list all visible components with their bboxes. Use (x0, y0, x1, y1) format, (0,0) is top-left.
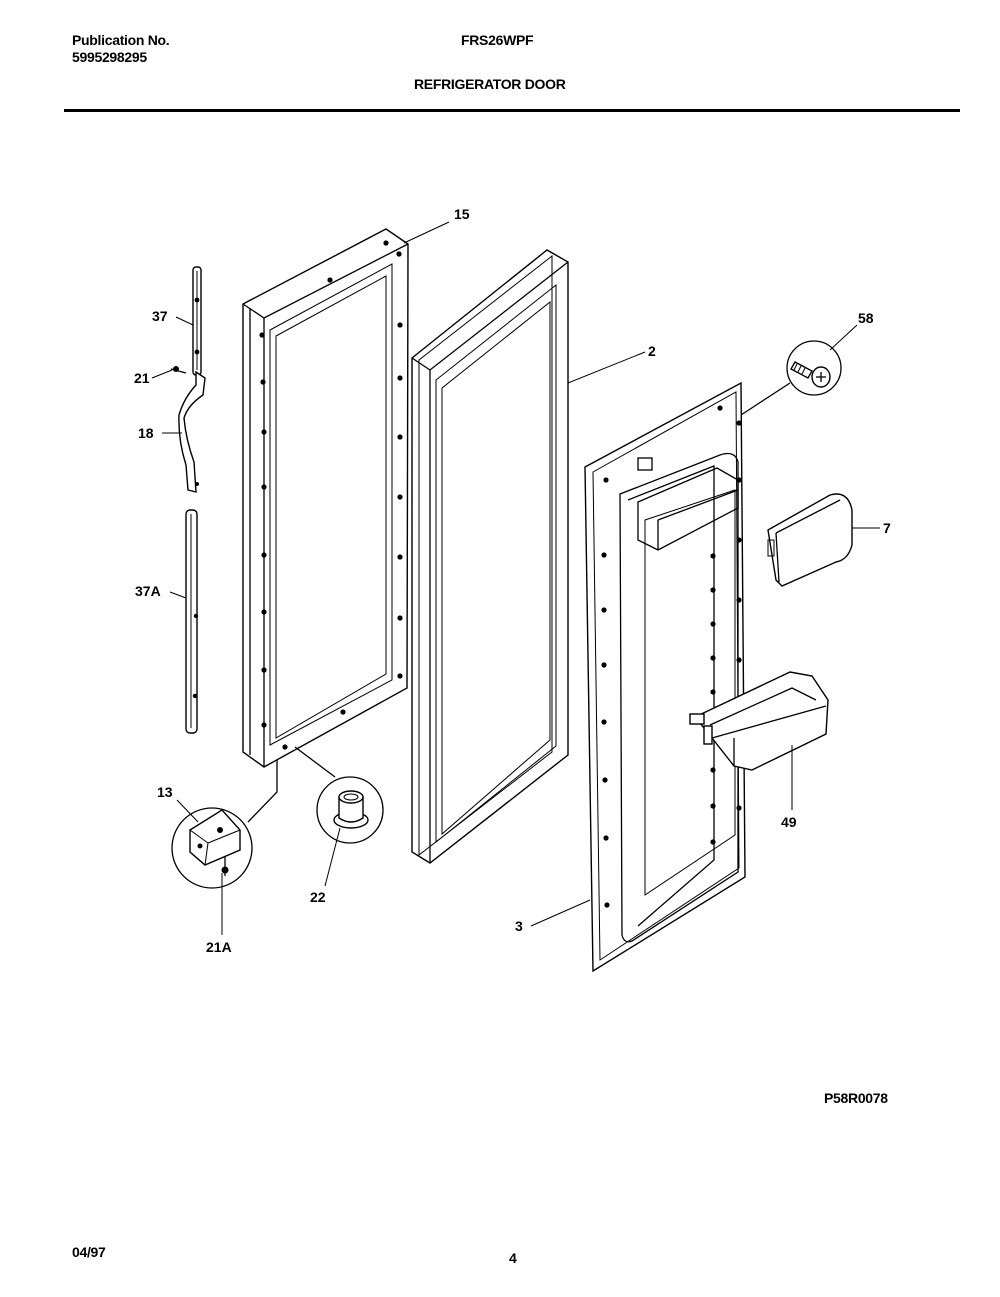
liner-holes (601, 405, 742, 908)
hinge-bushing-detail (171, 760, 278, 889)
footer-date: 04/97 (72, 1244, 106, 1260)
header-divider (64, 109, 960, 112)
screw-part-21 (170, 366, 187, 374)
callout-2: 2 (648, 343, 656, 359)
callout-7: 7 (883, 520, 891, 536)
dairy-door-cover (767, 493, 853, 587)
callout-18: 18 (138, 425, 154, 441)
upper-hinge-strip (192, 266, 202, 376)
screw-detail-58 (740, 340, 842, 416)
lower-hinge-strip (185, 509, 199, 734)
callout-22: 22 (310, 889, 326, 905)
callout-49: 49 (781, 814, 797, 830)
frame-holes (259, 240, 403, 750)
publication-label: Publication No. (72, 32, 170, 48)
door-panel-frame (242, 228, 409, 768)
door-gasket (411, 249, 569, 864)
section-title: REFRIGERATOR DOOR (414, 76, 566, 92)
callout-37a: 37A (135, 583, 161, 599)
callout-15: 15 (454, 206, 470, 222)
callout-13: 13 (157, 784, 173, 800)
model-number: FRS26WPF (461, 32, 534, 48)
door-liner (584, 381, 746, 973)
door-bin (689, 671, 829, 771)
publication-number: 5995298295 (72, 49, 147, 65)
callout-21a: 21A (206, 939, 232, 955)
leader-lines (151, 221, 880, 935)
callout-37: 37 (152, 308, 168, 324)
drawing-code: P58R0078 (824, 1090, 888, 1106)
page-number: 4 (509, 1250, 517, 1266)
callout-21: 21 (134, 370, 150, 386)
door-stop-detail (294, 746, 384, 844)
callout-3: 3 (515, 918, 523, 934)
hinge-bracket (178, 370, 206, 493)
callout-58: 58 (858, 310, 874, 326)
